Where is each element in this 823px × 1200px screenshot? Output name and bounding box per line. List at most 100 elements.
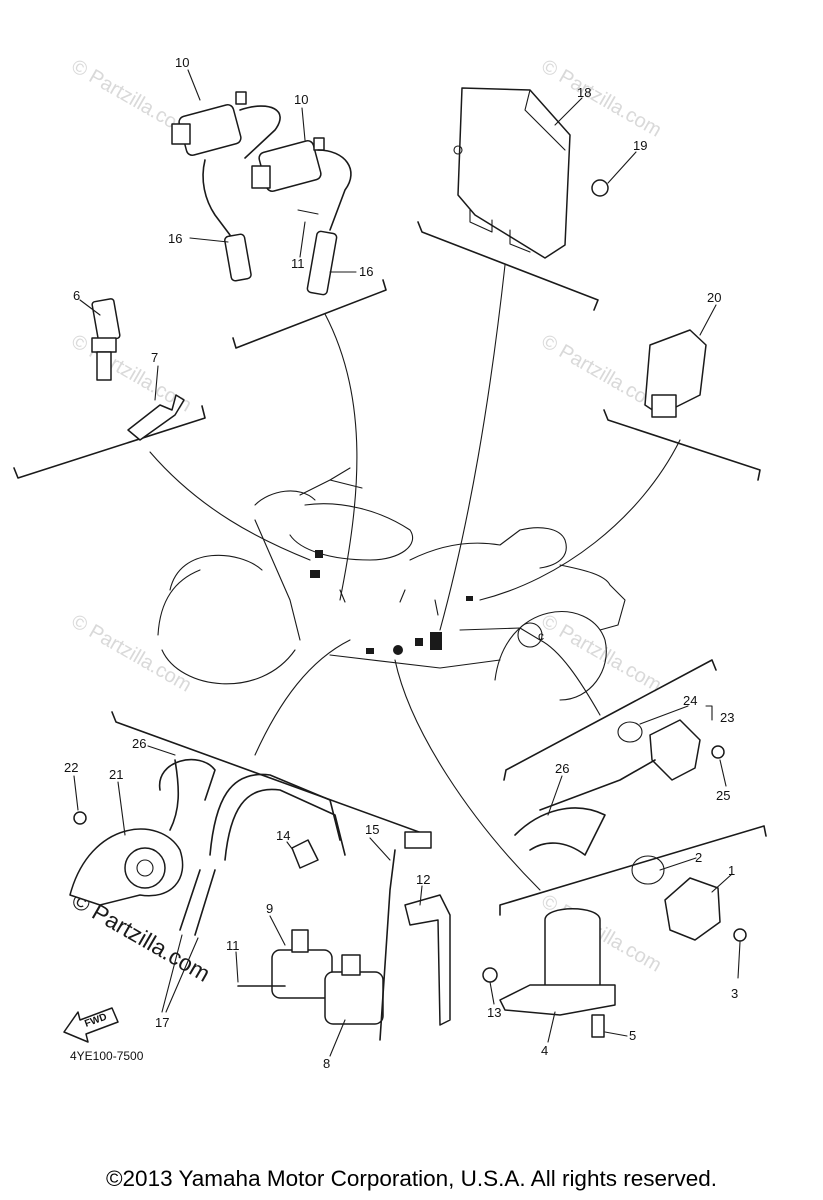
lead-line bbox=[254, 639, 351, 756]
leader-11b bbox=[235, 951, 239, 983]
relay-connector bbox=[651, 394, 677, 418]
callout-20: 20 bbox=[707, 290, 721, 305]
leader-22 bbox=[73, 775, 79, 811]
location-marker bbox=[393, 645, 403, 655]
callout-7: 7 bbox=[151, 350, 158, 365]
watermark: © Partzilla.com bbox=[68, 610, 196, 696]
cdi-edge bbox=[524, 89, 566, 151]
callout-9: 9 bbox=[266, 901, 273, 916]
callout-25: 25 bbox=[716, 788, 730, 803]
leader-26a bbox=[147, 745, 176, 756]
sensor-lead bbox=[539, 759, 656, 811]
leader-10b bbox=[301, 107, 306, 141]
location-marker bbox=[339, 589, 439, 616]
leader-3 bbox=[737, 941, 741, 979]
front-wheel bbox=[169, 554, 263, 591]
coil-terminal bbox=[171, 123, 191, 145]
headlight bbox=[254, 490, 316, 506]
front-wheel bbox=[157, 569, 201, 636]
coil-9-body bbox=[271, 949, 333, 999]
coil-8-body bbox=[324, 971, 384, 1025]
plug-lead bbox=[317, 149, 352, 231]
leader-6 bbox=[79, 299, 101, 316]
copyright-notice: ©2013 Yamaha Motor Corporation, U.S.A. A… bbox=[105, 1166, 718, 1191]
location-marker bbox=[315, 550, 323, 558]
callout-21: 21 bbox=[109, 767, 123, 782]
callout-8: 8 bbox=[323, 1056, 330, 1071]
leader-21 bbox=[117, 781, 126, 836]
swingarm bbox=[459, 627, 541, 641]
bracket-cdi-unit bbox=[417, 221, 599, 311]
bracket-thermo-switch bbox=[13, 405, 206, 479]
leader-14 bbox=[286, 841, 294, 851]
location-marker bbox=[415, 638, 423, 646]
callout-11: 11 bbox=[226, 938, 240, 953]
coil-9-terminal bbox=[291, 929, 309, 953]
bolt-22 bbox=[73, 811, 87, 825]
callout-26: 26 bbox=[132, 736, 146, 751]
cdi-connectors bbox=[469, 209, 531, 253]
leader-11a bbox=[299, 221, 306, 258]
bolt-13 bbox=[482, 967, 498, 983]
sensor-body bbox=[649, 719, 701, 781]
callout-10: 10 bbox=[294, 92, 308, 107]
lead-lines bbox=[149, 264, 681, 891]
bolt-25 bbox=[711, 745, 725, 759]
callout-24: 24 bbox=[683, 693, 697, 708]
callout-26: 26 bbox=[555, 761, 569, 776]
leader-24 bbox=[639, 705, 689, 725]
switch-body bbox=[91, 298, 121, 342]
plug-lead bbox=[202, 159, 231, 236]
callout-23: 23 bbox=[720, 710, 734, 725]
leader-5 bbox=[604, 1031, 628, 1037]
callout-4: 4 bbox=[541, 1043, 548, 1058]
horn-center bbox=[136, 859, 154, 877]
rear-wheel bbox=[494, 611, 607, 701]
callout-14: 14 bbox=[276, 828, 290, 843]
bracket-12 bbox=[404, 894, 451, 1026]
front-wheel bbox=[161, 649, 296, 685]
leader-25 bbox=[719, 759, 727, 787]
leader-4 bbox=[547, 1011, 556, 1043]
diagram-code: 4YE100-7500 bbox=[70, 1049, 144, 1063]
leader-26b bbox=[547, 775, 563, 816]
cdi-hole bbox=[453, 145, 463, 155]
ignition-coil-top-a bbox=[171, 91, 281, 282]
callout-17: 17 bbox=[155, 1015, 169, 1030]
horn-wire-26 bbox=[169, 759, 180, 831]
frame-bottom bbox=[329, 654, 501, 669]
horn-wire-26 bbox=[159, 758, 216, 801]
callout-15: 15 bbox=[365, 822, 379, 837]
lead-line bbox=[394, 659, 541, 891]
callout-leaders bbox=[73, 69, 741, 1057]
neutral-switch-assy bbox=[499, 855, 747, 1038]
lead-line bbox=[324, 313, 358, 601]
callout-18: 18 bbox=[577, 85, 591, 100]
bracket-relay bbox=[603, 409, 761, 481]
hv-lead-17 bbox=[224, 788, 346, 861]
bolt-5 bbox=[591, 1014, 605, 1038]
hv-lead-17 bbox=[209, 773, 341, 856]
motor-4-flange bbox=[499, 984, 616, 1016]
callout-12: 12 bbox=[416, 872, 430, 887]
leader-18 bbox=[554, 97, 583, 126]
callout-16: 16 bbox=[168, 231, 182, 246]
leader-2 bbox=[659, 857, 697, 871]
relay-body bbox=[644, 329, 707, 416]
screw-11 bbox=[297, 209, 319, 215]
bracket-speed-sensor bbox=[503, 659, 717, 781]
leader-20 bbox=[699, 304, 717, 336]
horn bbox=[69, 758, 216, 906]
location-marker bbox=[466, 596, 473, 601]
o-ring-24 bbox=[617, 721, 643, 743]
motor-4-body bbox=[544, 908, 601, 997]
leader-15 bbox=[369, 837, 391, 861]
o-ring-2 bbox=[631, 855, 665, 885]
watermark: © Partzilla.com bbox=[538, 610, 666, 696]
callout-16: 16 bbox=[359, 264, 373, 279]
callout-10: 10 bbox=[175, 55, 189, 70]
leader-1 bbox=[711, 873, 733, 893]
bracket-neutral-switch bbox=[499, 825, 767, 916]
group-brackets bbox=[13, 221, 767, 916]
